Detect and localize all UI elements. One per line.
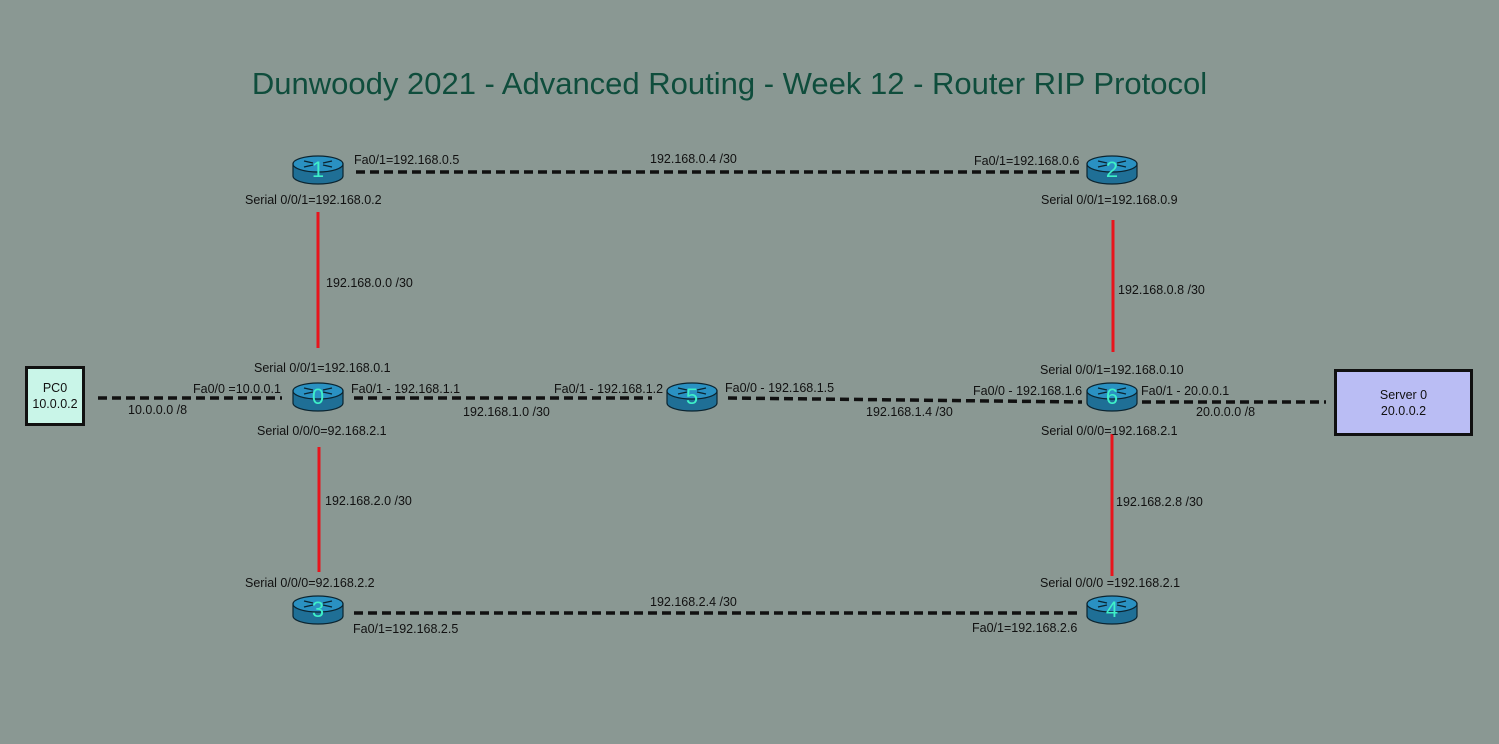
- router-4-number: 4: [1106, 597, 1118, 622]
- interface-label-r4-fa01: Fa0/1=192.168.2.6: [972, 621, 1078, 635]
- router-6[interactable]: 6: [1086, 382, 1138, 412]
- interface-label-r5-fa00: Fa0/0 - 192.168.1.5: [725, 381, 835, 395]
- network-label-r6-server: 20.0.0.0 /8: [1196, 405, 1256, 419]
- pc0-ip: 10.0.0.2: [32, 397, 78, 411]
- router-1[interactable]: 1: [292, 155, 344, 185]
- network-label-r1-r2: 192.168.0.4 /30: [650, 152, 737, 166]
- network-label-r0-r5: 192.168.1.0 /30: [463, 405, 550, 419]
- network-label-r1-r0: 192.168.0.0 /30: [326, 276, 413, 290]
- interface-label-r3-fa01: Fa0/1=192.168.2.5: [353, 622, 459, 636]
- interface-label-r6-s001: Serial 0/0/1=192.168.0.10: [1040, 363, 1184, 377]
- network-label-r2-r6: 192.168.0.8 /30: [1118, 283, 1205, 297]
- interface-label-r0-fa01: Fa0/1 - 192.168.1.1: [351, 382, 461, 396]
- interface-label-r3-s000: Serial 0/0/0=92.168.2.2: [245, 576, 375, 590]
- interface-label-r0-fa00: Fa0/0 =10.0.0.1: [193, 382, 281, 396]
- router-0-number: 0: [312, 384, 324, 409]
- network-label-pc-r0: 10.0.0.0 /8: [128, 403, 188, 417]
- pc0-name: PC0: [42, 381, 68, 395]
- router-2[interactable]: 2: [1086, 155, 1138, 185]
- router-2-number: 2: [1106, 157, 1118, 182]
- router-5[interactable]: 5: [666, 382, 718, 412]
- router-4[interactable]: 4: [1086, 595, 1138, 625]
- pc0-device[interactable]: PC0 10.0.0.2: [25, 366, 85, 426]
- server0-ip: 20.0.0.2: [1380, 403, 1427, 418]
- link-r5-r6: [727, 396, 1083, 404]
- interface-label-r2-s001: Serial 0/0/1=192.168.0.9: [1041, 193, 1178, 207]
- interface-label-r6-fa01: Fa0/1 - 20.0.0.1: [1141, 384, 1230, 398]
- router-3-number: 3: [312, 597, 324, 622]
- router-6-number: 6: [1106, 384, 1118, 409]
- network-label-r0-r3: 192.168.2.0 /30: [325, 494, 412, 508]
- interface-label-r6-fa00: Fa0/0 - 192.168.1.6: [973, 384, 1083, 398]
- network-label-r3-r4: 192.168.2.4 /30: [650, 595, 737, 609]
- interface-label-r2-fa01: Fa0/1=192.168.0.6: [974, 154, 1080, 168]
- server0-name: Server 0: [1379, 387, 1428, 402]
- interface-label-r4-s000: Serial 0/0/0 =192.168.2.1: [1040, 576, 1181, 590]
- router-5-number: 5: [686, 384, 698, 409]
- interface-label-r1-fa01: Fa0/1=192.168.0.5: [354, 153, 460, 167]
- router-1-number: 1: [312, 157, 324, 182]
- router-0[interactable]: 0: [292, 382, 344, 412]
- interface-label-r0-s000: Serial 0/0/0=92.168.2.1: [257, 424, 387, 438]
- interface-label-r0-s001: Serial 0/0/1=192.168.0.1: [254, 361, 391, 375]
- network-label-r5-r6: 192.168.1.4 /30: [866, 405, 953, 419]
- server0-device[interactable]: Server 0 20.0.0.2: [1334, 369, 1473, 436]
- interface-label-r5-fa01: Fa0/1 - 192.168.1.2: [554, 382, 664, 396]
- router-3[interactable]: 3: [292, 595, 344, 625]
- interface-label-r6-s000: Serial 0/0/0=192.168.2.1: [1041, 424, 1178, 438]
- diagram-title: Dunwoody 2021 - Advanced Routing - Week …: [251, 66, 1208, 101]
- network-label-r6-r4: 192.168.2.8 /30: [1116, 495, 1203, 509]
- interface-label-r1-s001: Serial 0/0/1=192.168.0.2: [245, 193, 382, 207]
